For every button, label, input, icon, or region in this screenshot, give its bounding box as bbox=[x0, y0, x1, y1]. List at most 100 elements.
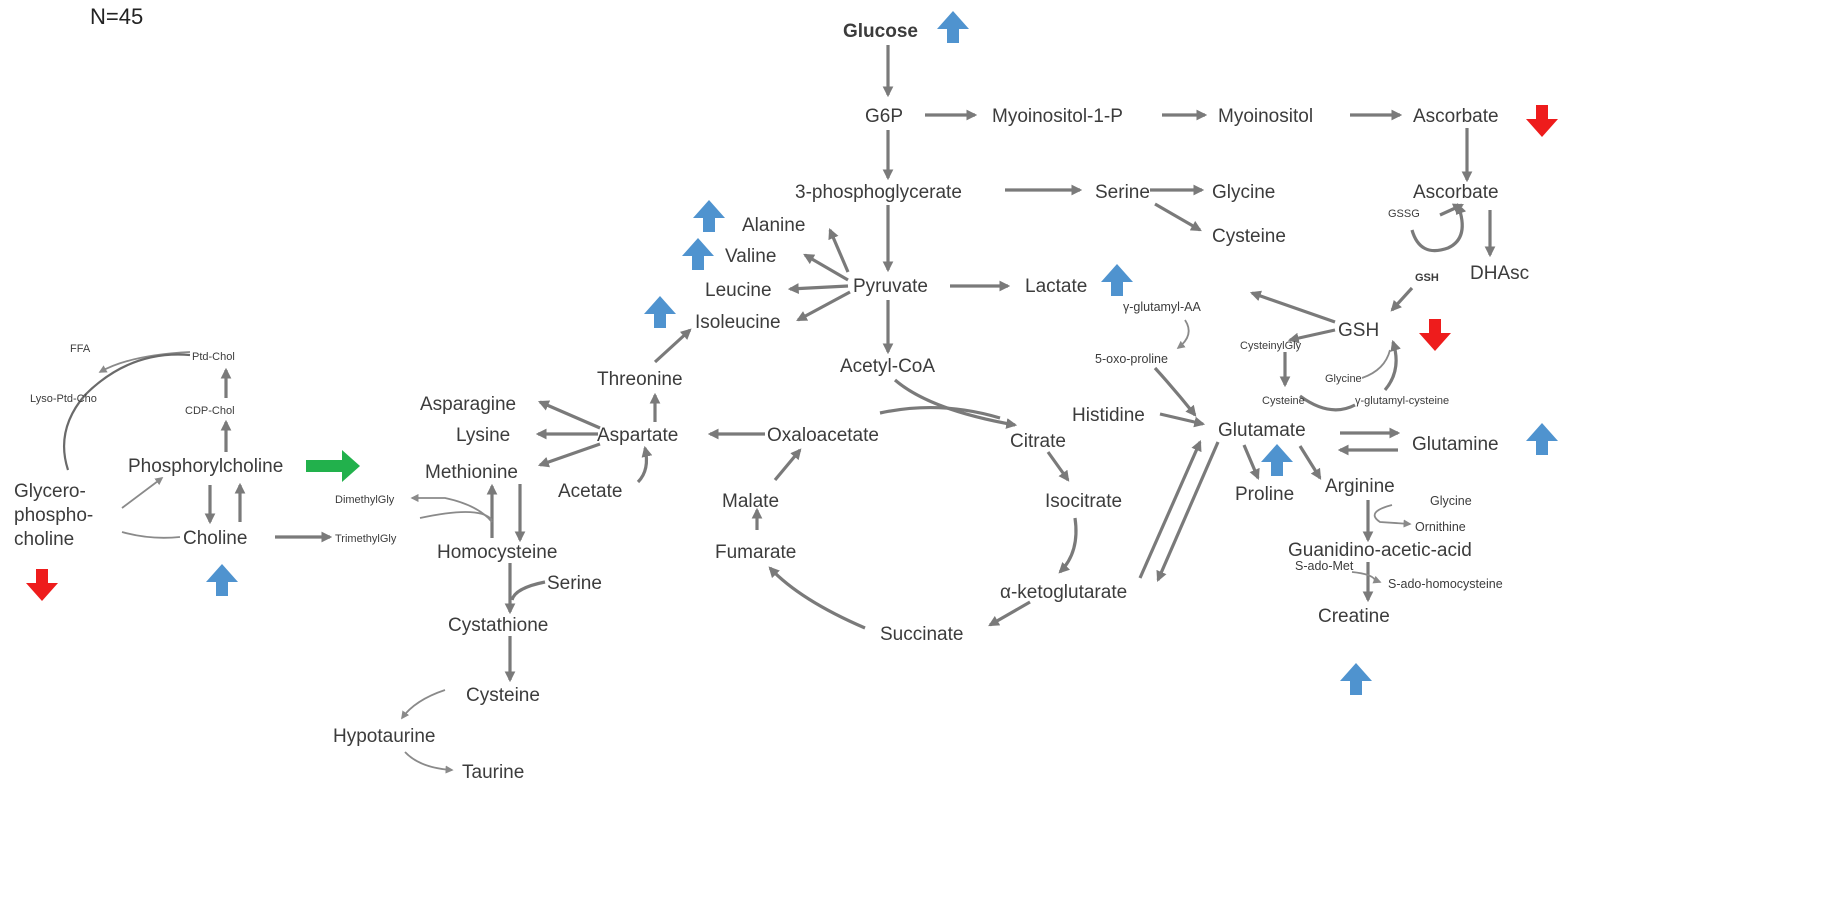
edge-gsh-gglutamylaa bbox=[1249, 290, 1336, 324]
edge-acetylcoa-citrate bbox=[893, 378, 1018, 429]
pathway-edges bbox=[62, 45, 1496, 774]
edge-serine-cystathione bbox=[510, 580, 546, 601]
edge-citrate-isocitrate bbox=[1046, 451, 1070, 482]
edge-isocitrate-akg bbox=[1058, 517, 1078, 574]
edge-tmg-dmg bbox=[410, 493, 493, 523]
edge-akg-succinate bbox=[988, 600, 1031, 627]
edge-malate-oxaloacetate bbox=[773, 448, 802, 482]
label-glycine-right: Glycine bbox=[1430, 494, 1472, 508]
label-aspartate: Aspartate bbox=[597, 425, 678, 446]
label-valine: Valine bbox=[725, 246, 776, 267]
label-ptd-chol: Ptd-Chol bbox=[192, 351, 235, 363]
edge-gglutamylaa-oxoproline bbox=[1176, 319, 1190, 349]
label-fumarate: Fumarate bbox=[715, 542, 796, 563]
label-g6p: G6P bbox=[865, 106, 903, 127]
up-arrow-icon bbox=[693, 200, 725, 232]
edge-glycine-gsh bbox=[1361, 349, 1391, 379]
label-serine-bottom: Serine bbox=[547, 573, 602, 594]
edge-gsh-gsh bbox=[1390, 286, 1414, 312]
edge-gsh-cysteinylgly bbox=[1287, 328, 1336, 344]
label-glycerophosphocholine: Glycero- phospho- choline bbox=[14, 481, 99, 550]
label-trimethylgly: TrimethylGly bbox=[335, 533, 397, 545]
label-guanidino-acetic-acid: Guanidino-acetic-acid bbox=[1288, 540, 1472, 561]
label-dhasc: DHAsc bbox=[1470, 263, 1529, 284]
label-homocysteine: Homocysteine bbox=[437, 542, 557, 563]
label-5-oxo-proline: 5-oxo-proline bbox=[1095, 352, 1168, 366]
edge-aspartate-asparagine bbox=[538, 400, 601, 430]
edge-sadomet-sadohcy bbox=[1351, 571, 1382, 584]
label-histidine: Histidine bbox=[1072, 405, 1145, 426]
metabolite-labels: N=45 Glucose G6P Myoinositol-1-P Myoinos… bbox=[14, 4, 1529, 783]
edge-oxoproline-glutamate bbox=[1153, 366, 1197, 417]
edge-cysteine-ggc bbox=[1299, 394, 1356, 412]
label-malate: Malate bbox=[722, 491, 779, 512]
label-gpc-line-2: phospho- bbox=[14, 505, 93, 526]
label-glucose: Glucose bbox=[843, 21, 918, 42]
label-s-ado-met: S-ado-Met bbox=[1295, 559, 1354, 573]
label-lysine: Lysine bbox=[456, 425, 510, 446]
label-ascorbate-top: Ascorbate bbox=[1413, 106, 1499, 127]
label-proline: Proline bbox=[1235, 484, 1294, 505]
label-gpc-line-1: Glycero- bbox=[14, 481, 86, 502]
edge-glutamate-arginine bbox=[1298, 445, 1322, 480]
label-isocitrate: Isocitrate bbox=[1045, 491, 1122, 512]
edge-threonine-isoleucine bbox=[653, 328, 692, 364]
label-ornithine: Ornithine bbox=[1415, 520, 1466, 534]
label-citrate: Citrate bbox=[1010, 431, 1066, 452]
edge-acetate-aspartate bbox=[636, 445, 653, 484]
label-creatine: Creatine bbox=[1318, 606, 1390, 627]
down-arrow-icon bbox=[1419, 319, 1451, 351]
up-arrow-icon bbox=[644, 296, 676, 328]
down-arrow-icon bbox=[1526, 105, 1558, 137]
up-arrow-icon bbox=[206, 564, 238, 596]
label-a-ketoglutarate: α-ketoglutarate bbox=[1000, 582, 1127, 603]
label-leucine: Leucine bbox=[705, 280, 772, 301]
label-ffa: FFA bbox=[70, 343, 91, 355]
label-gsh-small: GSH bbox=[1415, 272, 1439, 284]
edge-pyruvate-alanine bbox=[828, 227, 850, 273]
edge-aspartate-methionine bbox=[537, 442, 601, 468]
edge-hypotaurine-taurine bbox=[404, 751, 454, 774]
edge-gpc-choline bbox=[121, 531, 181, 539]
edge-ptdchol-ffa bbox=[98, 351, 191, 373]
label-asparagine: Asparagine bbox=[420, 394, 516, 415]
up-arrow-icon bbox=[1526, 423, 1558, 455]
label-3-phosphoglycerate: 3-phosphoglycerate bbox=[795, 182, 962, 203]
edge-oxaloacetate-citrate bbox=[879, 405, 1001, 420]
label-gamma-glutamyl-cysteine: γ-glutamyl-cysteine bbox=[1355, 395, 1449, 407]
up-arrow-icon bbox=[1340, 663, 1372, 695]
diagram-title: N=45 bbox=[90, 4, 143, 29]
change-indicators bbox=[26, 11, 1558, 695]
label-acetate: Acetate bbox=[558, 481, 622, 502]
edge-glutamate-proline bbox=[1242, 444, 1260, 481]
label-cysteinylgly: CysteinylGly bbox=[1240, 340, 1302, 352]
label-lactate: Lactate bbox=[1025, 276, 1087, 297]
up-arrow-icon bbox=[937, 11, 969, 43]
label-hypotaurine: Hypotaurine bbox=[333, 726, 435, 747]
label-cysteine-bottom: Cysteine bbox=[466, 685, 540, 706]
edge-lysoptdcho-glycerophosphocholine bbox=[62, 353, 191, 471]
label-dimethylgly: DimethylGly bbox=[335, 494, 395, 506]
label-phosphorylcholine: Phosphorylcholine bbox=[128, 456, 283, 477]
label-glycine-gsh: Glycine bbox=[1325, 373, 1362, 385]
edge-gpc-phosphorylcholine bbox=[121, 477, 164, 509]
label-acetyl-coa: Acetyl-CoA bbox=[840, 356, 935, 377]
down-arrow-icon bbox=[26, 569, 58, 601]
edge-glutamate-akg bbox=[1156, 441, 1220, 582]
edge-cysteine-hypotaurine bbox=[401, 689, 446, 720]
label-gssg: GSSG bbox=[1388, 208, 1420, 220]
label-s-ado-homocysteine: S-ado-homocysteine bbox=[1388, 577, 1503, 591]
label-cystathione: Cystathione bbox=[448, 615, 548, 636]
label-cysteine-gsh: Cysteine bbox=[1262, 395, 1305, 407]
label-cysteine-top: Cysteine bbox=[1212, 226, 1286, 247]
edge-dmg-homocysteine bbox=[419, 511, 493, 521]
label-ascorbate-mid: Ascorbate bbox=[1413, 182, 1499, 203]
label-oxaloacetate: Oxaloacetate bbox=[767, 425, 879, 446]
label-taurine: Taurine bbox=[462, 762, 524, 783]
up-arrow-icon bbox=[1261, 444, 1293, 476]
edge-glycine-ornithine bbox=[1373, 504, 1412, 528]
edge-ggc-gsh bbox=[1383, 339, 1401, 392]
label-gsh-main: GSH bbox=[1338, 320, 1379, 341]
label-methionine: Methionine bbox=[425, 462, 518, 483]
label-glutamate: Glutamate bbox=[1218, 420, 1306, 441]
